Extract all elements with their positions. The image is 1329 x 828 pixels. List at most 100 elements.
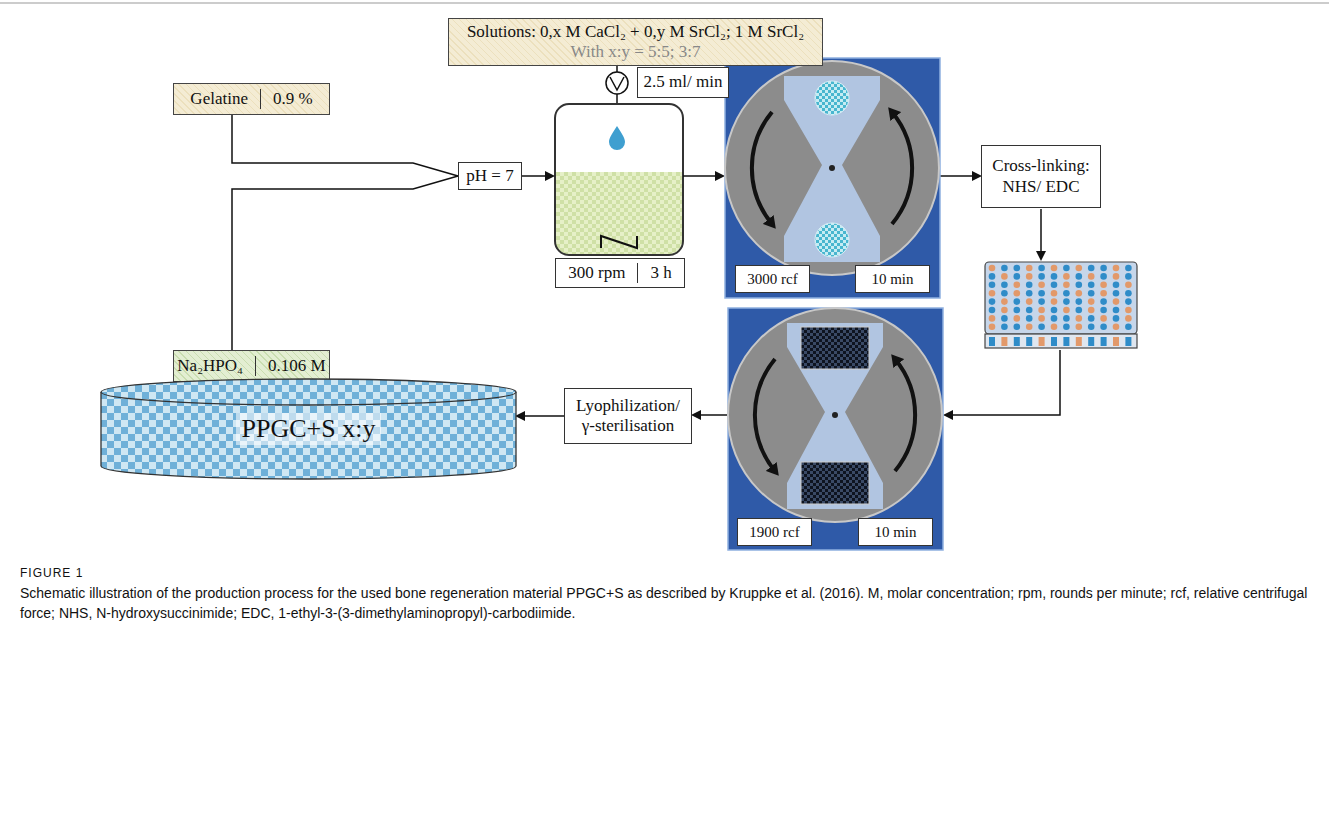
well	[989, 273, 996, 280]
well-plate	[985, 262, 1137, 334]
well	[1076, 298, 1083, 305]
process-box: 300 rpm3 h	[555, 258, 685, 288]
well	[1088, 265, 1095, 272]
well	[1026, 324, 1033, 331]
well	[1076, 315, 1083, 322]
well-bottom	[1014, 337, 1020, 346]
well-plate-base	[985, 334, 1137, 348]
rotor-arm	[787, 323, 883, 509]
centrifuge-rotor	[728, 308, 942, 522]
well	[1001, 324, 1008, 331]
well	[1038, 282, 1045, 289]
plate-wells	[989, 265, 1132, 346]
well	[1051, 290, 1058, 297]
plate-carrier	[801, 462, 869, 504]
drop	[609, 126, 625, 150]
well	[1113, 290, 1120, 297]
well	[1051, 307, 1058, 314]
well	[1100, 315, 1107, 322]
well	[1088, 307, 1095, 314]
well	[1014, 315, 1021, 322]
process-box: 1900 rcf	[737, 518, 812, 546]
well	[1026, 282, 1033, 289]
process-box: Lyophilization/ γ-sterilisation	[564, 388, 692, 444]
well	[1076, 290, 1083, 297]
flow-arrow	[1040, 209, 1042, 259]
well	[989, 315, 996, 322]
well	[989, 307, 996, 314]
well	[1088, 315, 1095, 322]
well	[1100, 324, 1107, 331]
well	[1125, 315, 1132, 322]
flow-arrow	[945, 350, 1060, 415]
node-text: 2.5 ml/ min	[644, 72, 723, 92]
sample-tube	[815, 223, 849, 257]
well	[989, 282, 996, 289]
well	[1001, 273, 1008, 280]
well-bottom	[1125, 337, 1131, 346]
well	[1014, 307, 1021, 314]
well	[1051, 265, 1058, 272]
well	[1113, 282, 1120, 289]
well	[1001, 265, 1008, 272]
well	[1026, 307, 1033, 314]
rotation-arrow	[752, 112, 772, 224]
pump-symbol	[610, 77, 624, 90]
well	[1100, 290, 1107, 297]
well	[1051, 298, 1058, 305]
well-bottom	[1039, 337, 1045, 346]
node-text: 0.106 M	[255, 356, 326, 376]
well	[1026, 265, 1033, 272]
process-box: Na₂HPO₄0.106 M	[173, 350, 330, 382]
connector	[232, 115, 458, 176]
well	[1088, 290, 1095, 297]
well	[1100, 273, 1107, 280]
well-bottom	[1076, 337, 1082, 346]
well	[1076, 273, 1083, 280]
rotation-arrow	[895, 359, 915, 471]
well	[989, 265, 996, 272]
well	[1051, 324, 1058, 331]
well	[1063, 265, 1070, 272]
node-text: Cross-linking: NHS/ EDC	[988, 156, 1094, 197]
flow-arrow	[522, 175, 553, 177]
well	[1038, 315, 1045, 322]
well	[1026, 273, 1033, 280]
feed-line	[616, 66, 618, 72]
flow-arrow	[940, 175, 980, 177]
well-bottom	[1026, 337, 1032, 346]
top-rule	[0, 3, 1329, 4]
well	[1001, 290, 1008, 297]
well	[1014, 265, 1021, 272]
sample-tube	[815, 81, 849, 115]
well	[1100, 265, 1107, 272]
well	[1014, 290, 1021, 297]
well	[1076, 307, 1083, 314]
node-text: 10 min	[874, 523, 916, 541]
connector	[517, 415, 564, 417]
well	[1113, 315, 1120, 322]
node-text: PPGC+S x:y	[236, 413, 382, 444]
centrifuge-rotor	[725, 61, 939, 275]
well	[1038, 273, 1045, 280]
rotation-arrow	[755, 359, 775, 471]
vessel-liquid	[555, 172, 683, 255]
well	[1088, 282, 1095, 289]
node-text: Gelatine	[190, 89, 248, 109]
well	[1076, 265, 1083, 272]
well	[1038, 298, 1045, 305]
node-text: 300 rpm	[568, 263, 625, 283]
flow-arrow	[693, 414, 728, 416]
well	[1014, 273, 1021, 280]
well	[1026, 315, 1033, 322]
node-text: Lyophilization/ γ-sterilisation	[571, 396, 685, 437]
well	[1001, 298, 1008, 305]
rotor-arm	[784, 76, 880, 262]
figure-label: FIGURE 1	[20, 566, 1310, 580]
well	[1088, 298, 1095, 305]
well	[1051, 282, 1058, 289]
rotor-axis	[829, 165, 835, 171]
node-text: Solutions: 0,x M CaCl₂ + 0,y M SrCl₂; 1 …	[467, 22, 804, 42]
well	[1063, 298, 1070, 305]
